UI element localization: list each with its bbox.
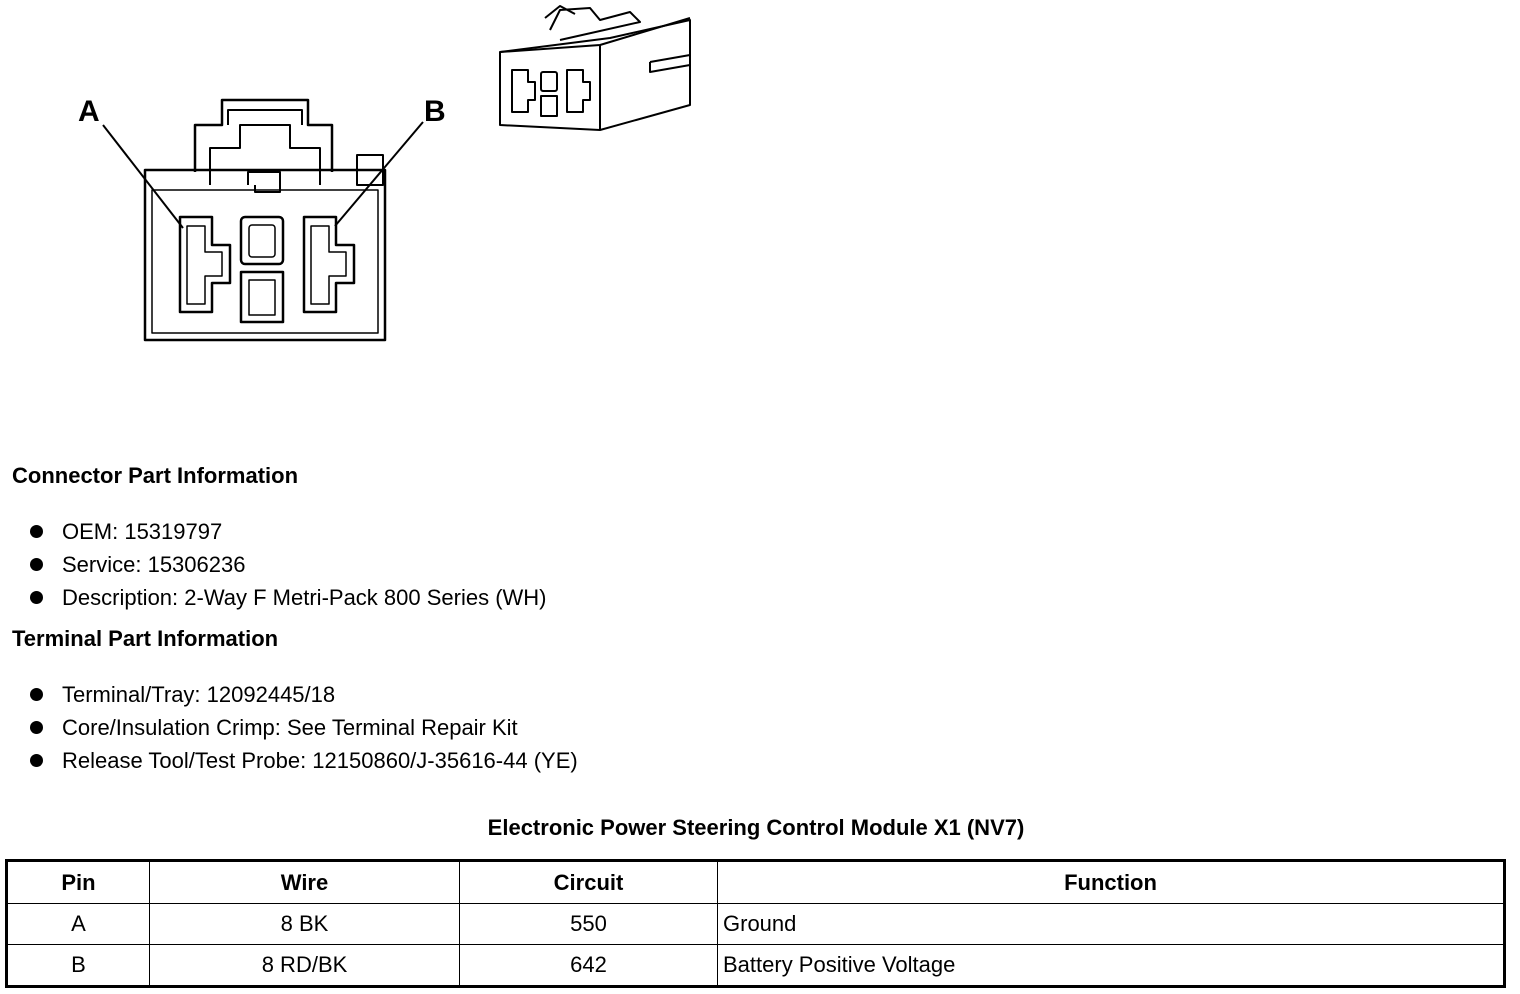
list-item: Release Tool/Test Probe: 12150860/J-3561… [28,744,578,777]
bullet-icon [30,591,43,604]
list-item: Terminal/Tray: 12092445/18 [28,678,578,711]
list-item: Core/Insulation Crimp: See Terminal Repa… [28,711,578,744]
cell-pin: A [6,903,150,945]
cell-function: Ground [717,903,1505,945]
cell-circuit: 642 [459,944,718,987]
table-title: Electronic Power Steering Control Module… [487,815,1025,840]
connector-info-heading: Connector Part Information [12,463,299,488]
cell-wire: 8 BK [149,903,460,945]
connector-description: Description: 2-Way F Metri-Pack 800 Seri… [62,585,547,610]
header-circuit: Circuit [459,860,718,904]
header-wire: Wire [149,860,460,904]
terminal-tray: Terminal/Tray: 12092445/18 [62,682,336,707]
cell-wire: 8 RD/BK [149,944,460,987]
cavity-a [178,215,232,314]
table-row: B 8 RD/BK 642 Battery Positive Voltage [6,944,1505,987]
bullet-icon [30,525,43,538]
list-item: OEM: 15319797 [28,515,547,548]
connector-drawing: A B [78,5,691,342]
terminal-info-list: Terminal/Tray: 12092445/18 Core/Insulati… [28,678,578,777]
terminal-release-tool: Release Tool/Test Probe: 12150860/J-3561… [62,748,578,773]
pin-label-b: B [424,95,446,128]
bullet-icon [30,721,43,734]
connector-isometric-view [499,5,691,131]
header-function: Function [717,860,1505,904]
terminal-crimp: Core/Insulation Crimp: See Terminal Repa… [62,715,518,740]
leader-line-a [102,124,184,229]
connector-info-list: OEM: 15319797 Service: 15306236 Descript… [28,515,547,614]
connector-face-view [102,98,424,342]
list-item: Description: 2-Way F Metri-Pack 800 Seri… [28,581,547,614]
connector-service: Service: 15306236 [62,552,246,577]
connector-oem: OEM: 15319797 [62,519,223,544]
bullet-icon [30,558,43,571]
header-pin: Pin [6,860,150,904]
list-item: Service: 15306236 [28,548,547,581]
cell-function: Battery Positive Voltage [717,944,1505,987]
table-row: A 8 BK 550 Ground [6,903,1505,945]
pin-label-a: A [78,95,100,128]
cell-circuit: 550 [459,903,718,945]
table-header-row: Pin Wire Circuit Function [6,860,1505,904]
bullet-icon [30,688,43,701]
bullet-icon [30,754,43,767]
terminal-info-heading: Terminal Part Information [12,626,279,651]
cell-pin: B [6,944,150,987]
leader-line-b [334,121,424,227]
pinout-table: Pin Wire Circuit Function A 8 BK 550 Gro… [5,859,1506,988]
